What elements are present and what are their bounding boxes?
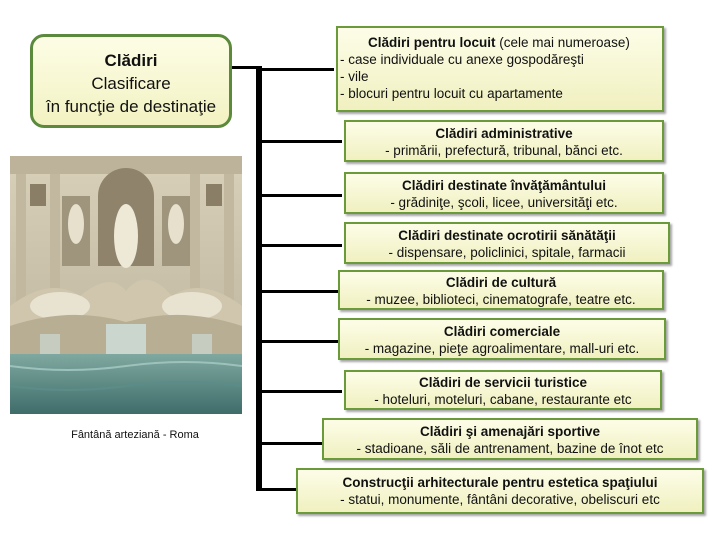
category-education: Clădiri destinate învăţământului - grădi…: [344, 172, 664, 214]
category-administrative: Clădiri administrative - primării, prefe…: [344, 120, 664, 162]
category-item: - blocuri pentru locuit cu apartamente: [340, 86, 563, 101]
category-title: Clădiri de servicii turistice: [418, 375, 588, 390]
category-housing: Clădiri pentru locuit (cele mai numeroas…: [336, 26, 664, 112]
category-title: Clădiri comerciale: [443, 324, 561, 339]
category-title: Clădiri pentru locuit: [368, 35, 496, 50]
category-item: - dispensare, policlinici, spitale, farm…: [388, 245, 626, 260]
category-commercial: Clădiri comerciale - magazine, pieţe agr…: [338, 318, 666, 360]
category-health: Clădiri destinate ocrotirii sănătăţii - …: [344, 222, 670, 264]
connector-branch: [260, 68, 334, 71]
category-title: Clădiri şi amenajări sportive: [419, 424, 601, 439]
category-tourism: Clădiri de servicii turistice - hoteluri…: [344, 370, 662, 410]
category-item: - grădiniţe, şcoli, licee, universităţi …: [390, 195, 618, 210]
category-title: Clădiri destinate ocrotirii sănătăţii: [398, 228, 616, 243]
connector-branch: [260, 140, 342, 143]
root-subtitle-line2: în funcţie de destinaţie: [45, 97, 217, 116]
root-title: Clădiri: [104, 51, 158, 70]
category-culture: Clădiri de cultură - muzee, biblioteci, …: [338, 270, 664, 310]
connector-branch: [260, 442, 322, 445]
category-item: - muzee, biblioteci, cinematografe, teat…: [366, 292, 636, 307]
category-item: - vile: [340, 69, 369, 84]
category-sports: Clădiri şi amenajări sportive - stadioan…: [322, 418, 698, 460]
category-item: - case individuale cu anexe gospodăreşti: [340, 52, 584, 67]
category-item: - statui, monumente, fântâni decorative,…: [340, 492, 660, 507]
category-item: - primării, prefectură, tribunal, bănci …: [385, 143, 623, 158]
category-aesthetics: Construcţii arhitecturale pentru estetic…: [296, 468, 704, 514]
category-title: Clădiri de cultură: [445, 275, 557, 290]
connector-branch: [260, 340, 342, 343]
category-item: - magazine, pieţe agroalimentare, mall-u…: [364, 341, 640, 356]
photo-caption: Fântână arteziană - Roma: [71, 429, 199, 441]
category-title: Clădiri destinate învăţământului: [401, 178, 607, 193]
category-title: Construcţii arhitecturale pentru estetic…: [342, 475, 658, 490]
connector-branch: [260, 488, 296, 491]
category-title: Clădiri administrative: [435, 126, 573, 141]
connector-branch: [260, 244, 342, 247]
fountain-illustration: [10, 156, 242, 414]
connector-trunk: [256, 66, 262, 491]
connector-branch: [260, 194, 342, 197]
category-item: - stadioane, săli de antrenament, bazine…: [356, 441, 664, 456]
category-title-note: (cele mai numeroase): [495, 35, 630, 50]
connector-root: [232, 66, 258, 69]
connector-branch: [260, 390, 342, 393]
root-node: Clădiri Clasificare în funcţie de destin…: [30, 34, 232, 128]
root-subtitle-line1: Clasificare: [91, 74, 171, 93]
connector-branch: [260, 290, 342, 293]
category-item: - hoteluri, moteluri, cabane, restaurant…: [374, 392, 632, 407]
fountain-photo: [10, 156, 242, 414]
